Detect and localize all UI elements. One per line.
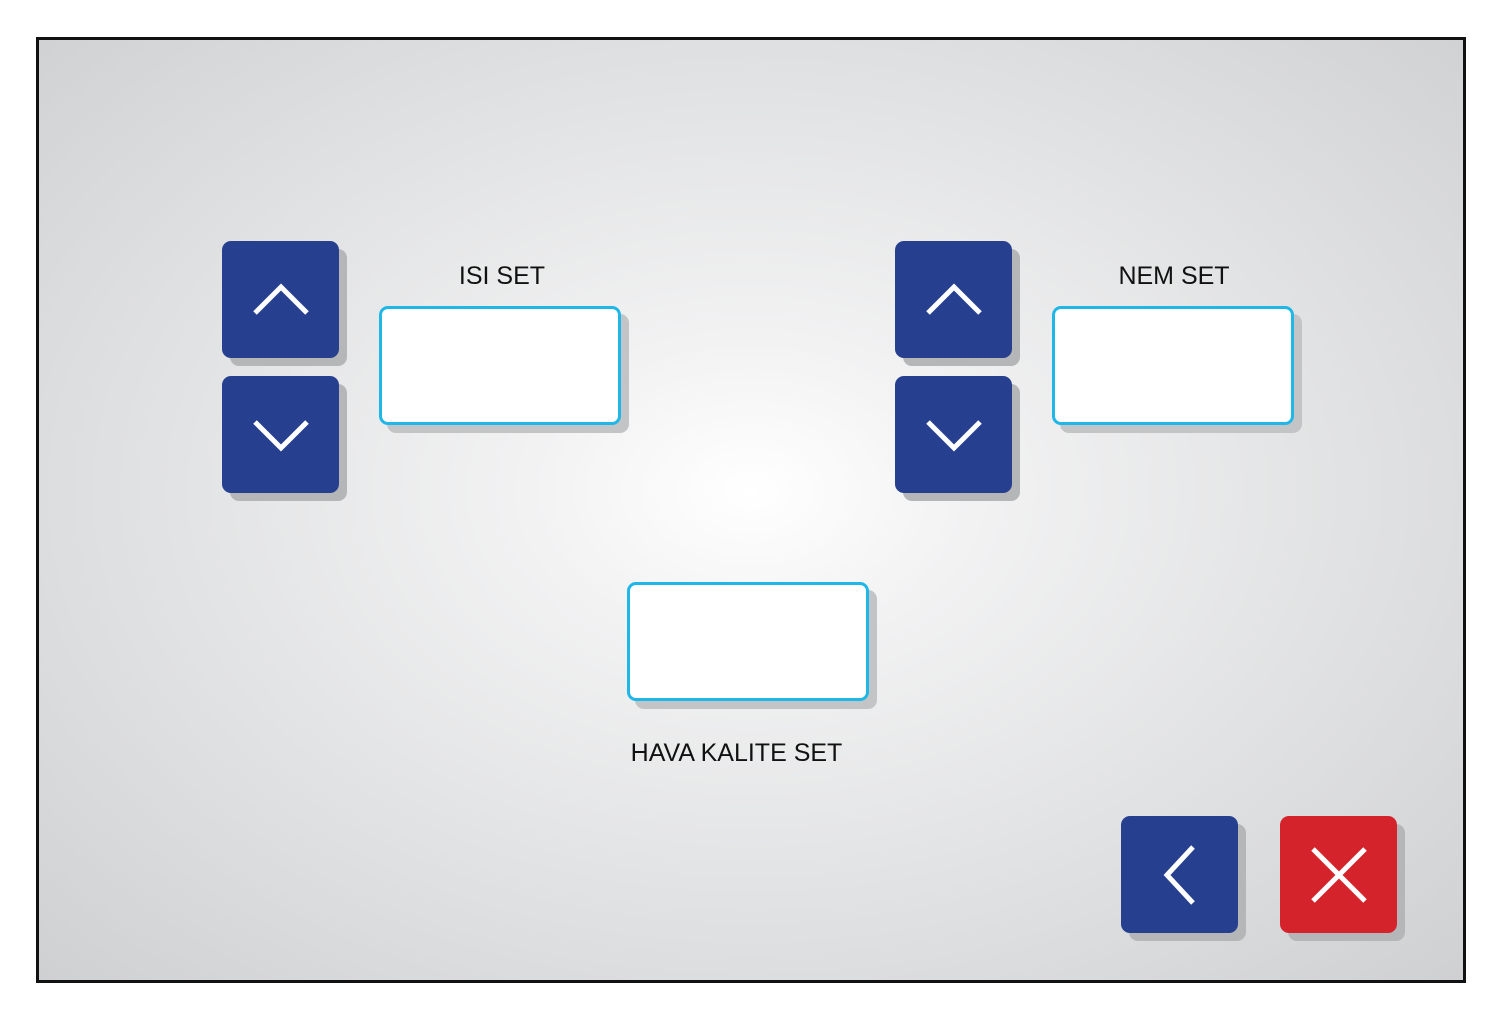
nem-set-label: NEM SET [1118, 262, 1230, 290]
close-icon [1310, 846, 1367, 903]
chevron-up-icon [252, 282, 309, 315]
hava-kalite-set-label: HAVA KALITE SET [630, 739, 843, 767]
control-panel-screen: ISI SET NEM SET HAVA KALITE SET [36, 37, 1466, 983]
back-button[interactable] [1121, 816, 1238, 933]
nem-down-button[interactable] [895, 376, 1012, 493]
nem-set-field[interactable] [1052, 306, 1294, 425]
isi-up-button[interactable] [222, 241, 339, 358]
chevron-down-icon [252, 419, 309, 452]
chevron-down-icon [925, 419, 982, 452]
isi-down-button[interactable] [222, 376, 339, 493]
chevron-up-icon [925, 282, 982, 315]
hava-kalite-set-field[interactable] [627, 582, 869, 701]
chevron-left-icon [1163, 844, 1195, 905]
isi-set-field[interactable] [379, 306, 621, 425]
close-button[interactable] [1280, 816, 1397, 933]
nem-up-button[interactable] [895, 241, 1012, 358]
isi-set-label: ISI SET [458, 262, 546, 290]
